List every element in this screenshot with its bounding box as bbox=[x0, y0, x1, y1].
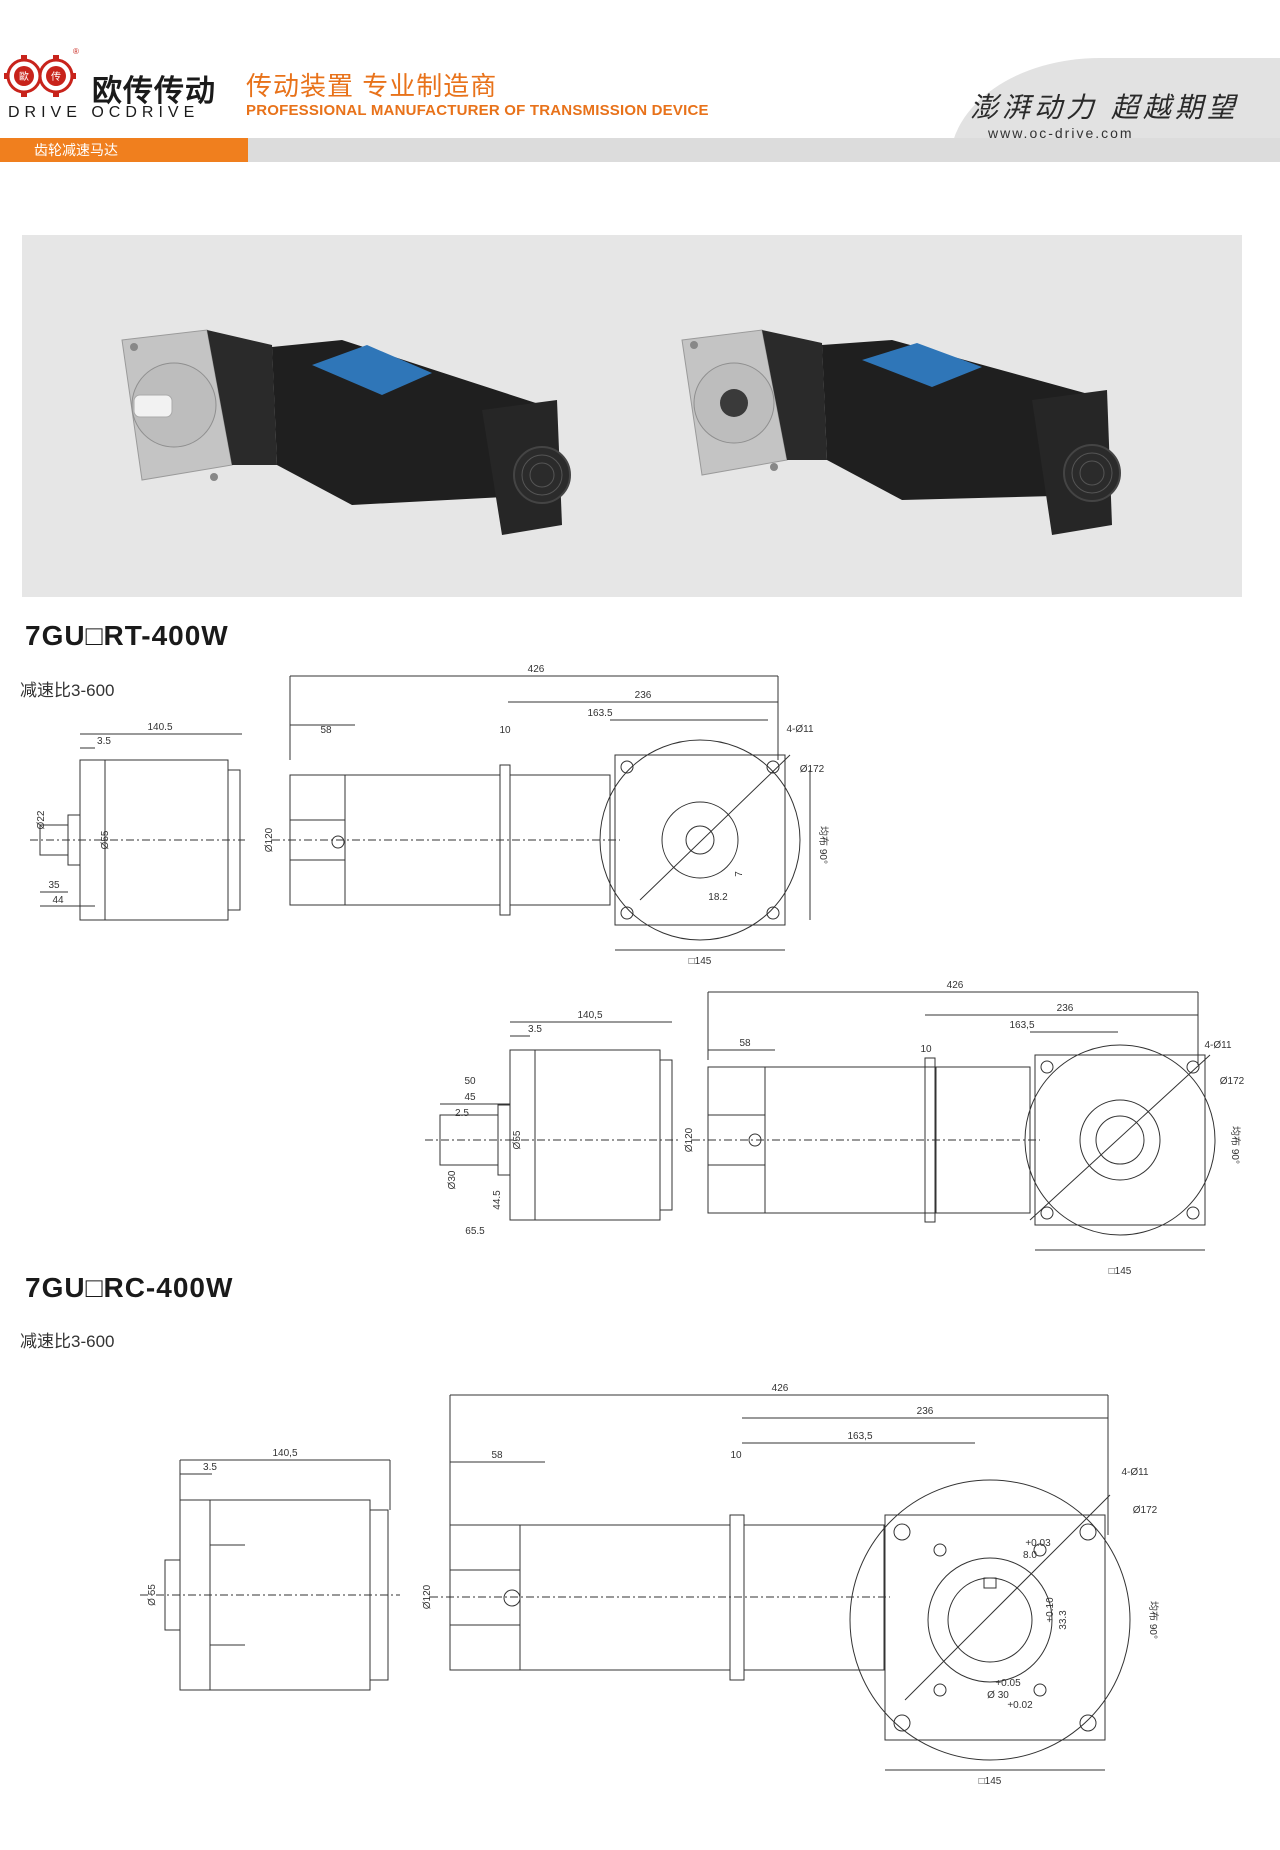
product-photo-panel bbox=[22, 235, 1242, 597]
dim-gear-b: 236 bbox=[1057, 1003, 1074, 1014]
category-tab: 齿轮减速马达 bbox=[0, 138, 248, 162]
reduction-ratio-rt: 减速比3-600 bbox=[20, 681, 115, 700]
dim-gear-c: 236 bbox=[917, 1406, 934, 1417]
dim-rc-bore-tol2: +0.02 bbox=[1007, 1700, 1033, 1711]
model-title-rc: 7GU□RC-400W bbox=[25, 1272, 234, 1303]
dim-lip-c: 3.5 bbox=[203, 1462, 217, 1473]
dim-pcd-a: Ø172 bbox=[800, 764, 825, 775]
dim-terminal-c: 58 bbox=[491, 1450, 503, 1461]
dim-side-depth-a: 140.5 bbox=[147, 722, 172, 733]
dim-terminal-b: 58 bbox=[739, 1038, 751, 1049]
logo-name-en: DRIVE OCDRIVE bbox=[8, 104, 200, 121]
dim-hole-a: 4-Ø11 bbox=[786, 724, 813, 735]
dim-square-c: □145 bbox=[979, 1776, 1002, 1787]
dim-total-a: 426 bbox=[528, 664, 545, 675]
drawing-rt: 140.5 3.5 35 44 Ø22 Ø55 Ø120 426 236 163… bbox=[30, 664, 1245, 1277]
dim-flange-a: 10 bbox=[499, 725, 511, 736]
reduction-ratio-rc: 减速比3-600 bbox=[20, 1332, 115, 1351]
dim-angle-b: 均布 90° bbox=[1229, 1126, 1241, 1164]
dim-motor-dia-a: Ø120 bbox=[264, 827, 275, 852]
dim-side-depth-b: 140,5 bbox=[577, 1010, 602, 1021]
dim-hollow-655: 65.5 bbox=[465, 1226, 485, 1237]
dim-hollow-50: 50 bbox=[464, 1076, 476, 1087]
dim-square-a: □145 bbox=[689, 956, 712, 967]
dim-gear-inner-c: 163,5 bbox=[847, 1431, 872, 1442]
dim-shaft-len: 35 bbox=[48, 880, 60, 891]
dim-motor-dia-b: Ø120 bbox=[684, 1127, 695, 1152]
dim-rc-boss: Ø 55 bbox=[147, 1584, 158, 1606]
dim-flange-b: 10 bbox=[920, 1044, 932, 1055]
drawing-rc: 140,5 3.5 Ø 55 Ø120 426 236 163,5 10 58 … bbox=[140, 1383, 1159, 1787]
logo-name-cn: 欧传传动 bbox=[92, 75, 216, 108]
product-photos bbox=[121, 329, 1121, 535]
dim-shaft-dia: Ø22 bbox=[36, 810, 47, 829]
dim-shaft-total: 44 bbox=[52, 895, 64, 906]
dim-gear-a: 236 bbox=[635, 690, 652, 701]
tagline-cn: 传动装置 专业制造商 bbox=[246, 71, 498, 101]
dim-side-depth-c: 140,5 bbox=[272, 1448, 297, 1459]
dim-rc-keyway-w: 8.0 bbox=[1023, 1550, 1037, 1561]
dim-hollow-bore: Ø30 bbox=[447, 1170, 458, 1189]
dim-hollow-44: 44.5 bbox=[492, 1190, 503, 1210]
dim-rc-keyway-tol: +0.03 bbox=[1025, 1538, 1051, 1549]
dim-key-height: 18.2 bbox=[708, 892, 728, 903]
motor-photo-hollow-shaft bbox=[681, 329, 1121, 535]
dim-flange-c: 10 bbox=[730, 1450, 742, 1461]
logo-badge-left: 歐 bbox=[19, 70, 29, 83]
model-title-rt: 7GU□RT-400W bbox=[25, 620, 229, 651]
dim-gear-inner-a: 163.5 bbox=[587, 708, 612, 719]
dim-hollow-dia: Ø55 bbox=[512, 1130, 523, 1149]
dim-rc-keyway-tol2: +0.10 bbox=[1045, 1597, 1056, 1623]
dim-gear-inner-b: 163,5 bbox=[1009, 1020, 1034, 1031]
dim-pcd-c: Ø172 bbox=[1133, 1505, 1158, 1516]
dim-rc-keyway-h: 33.3 bbox=[1058, 1610, 1069, 1630]
dim-pcd-b: Ø172 bbox=[1220, 1076, 1245, 1087]
logo-gear-icon: 歐 传 ® bbox=[4, 47, 79, 97]
dim-square-b: □145 bbox=[1109, 1266, 1132, 1277]
dim-rc-bore-tol: +0.05 bbox=[995, 1678, 1021, 1689]
motor-photo-solid-shaft bbox=[121, 329, 571, 535]
dim-rc-bore: Ø 30 bbox=[987, 1690, 1009, 1701]
dim-angle-c: 均布 90° bbox=[1147, 1601, 1159, 1639]
dim-angle-a: 均布 90° bbox=[817, 826, 829, 864]
website-url: www.oc-drive.com bbox=[988, 125, 1134, 141]
dim-hollow-45: 45 bbox=[464, 1092, 476, 1103]
tagline-en: PROFESSIONAL MANUFACTURER OF TRANSMISSIO… bbox=[246, 102, 709, 119]
logo-badge-right: 传 bbox=[51, 71, 61, 83]
slogan: 澎湃动力 超越期望 bbox=[970, 91, 1239, 124]
dim-hole-b: 4-Ø11 bbox=[1204, 1040, 1231, 1051]
dim-lip-b: 3.5 bbox=[528, 1024, 542, 1035]
registered-mark: ® bbox=[73, 47, 79, 56]
dim-key-width: 7 bbox=[734, 871, 745, 877]
dim-lip-a: 3.5 bbox=[97, 736, 111, 747]
dim-total-c: 426 bbox=[772, 1383, 789, 1394]
dim-boss-dia: Ø55 bbox=[100, 830, 111, 849]
dim-total-b: 426 bbox=[947, 980, 964, 991]
dim-hollow-25: 2.5 bbox=[455, 1108, 469, 1119]
dim-hole-c: 4-Ø11 bbox=[1121, 1467, 1148, 1478]
dim-motor-dia-c: Ø120 bbox=[422, 1584, 433, 1609]
dim-terminal-a: 58 bbox=[320, 725, 332, 736]
